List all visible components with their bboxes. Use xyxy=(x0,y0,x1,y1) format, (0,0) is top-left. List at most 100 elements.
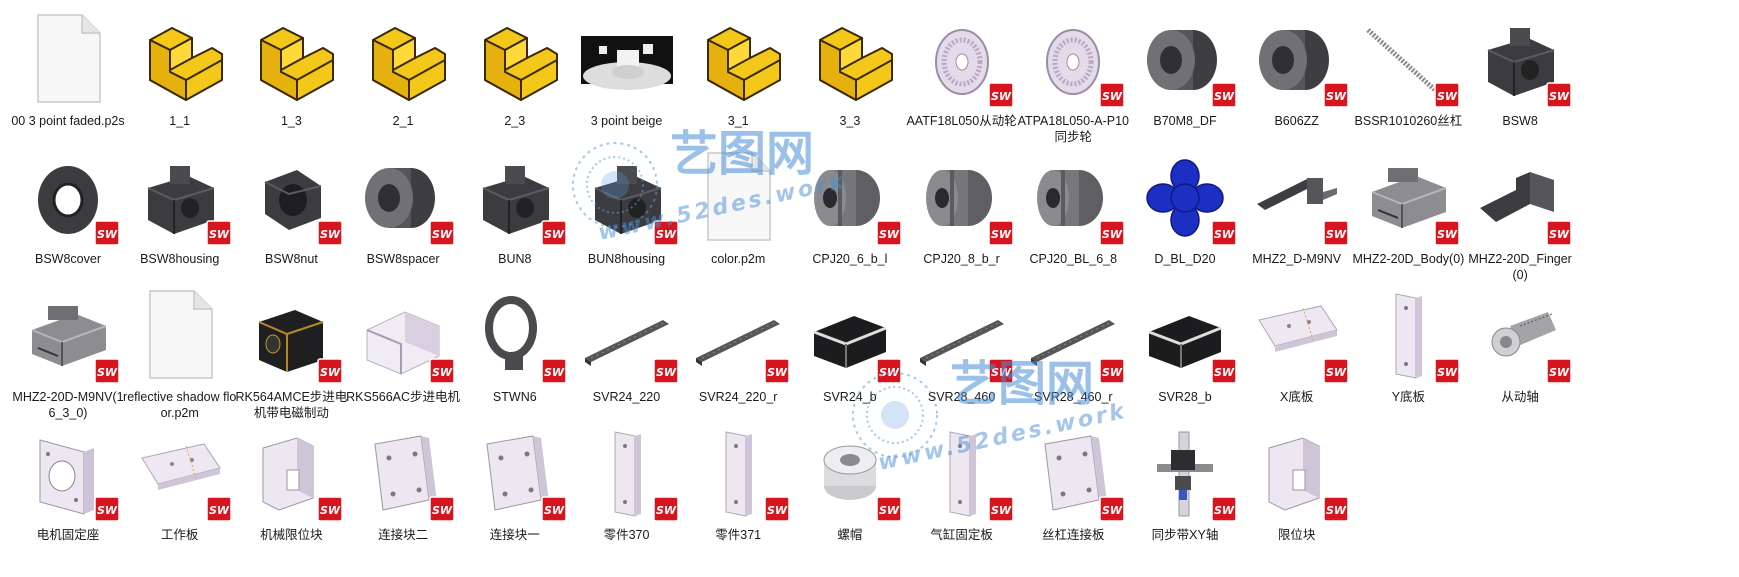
file-name-label: 机械限位块 xyxy=(260,528,323,542)
solidworks-badge-icon: SW xyxy=(652,496,679,522)
file-item[interactable]: 2_1 xyxy=(345,8,461,148)
spider-icon xyxy=(1135,148,1235,248)
solidworks-badge-icon: SW xyxy=(205,220,232,246)
solidworks-badge-icon: SW xyxy=(1322,358,1349,384)
carriage-icon xyxy=(1135,286,1235,386)
svg-text:SW: SW xyxy=(1326,228,1347,241)
file-item[interactable]: 3_1 xyxy=(680,8,796,148)
file-name-label: MHZ2-20D_Body(0) xyxy=(1352,252,1465,266)
svg-text:SW: SW xyxy=(1549,228,1570,241)
folder-part-icon xyxy=(465,10,565,110)
file-name-label: SVR24_b xyxy=(823,390,877,404)
svg-text:SW: SW xyxy=(209,504,230,517)
file-name-label: 零件371 xyxy=(715,528,762,542)
file-name-label: SVR28_b xyxy=(1158,390,1212,404)
svg-text:SW: SW xyxy=(1326,504,1347,517)
file-item[interactable]: SW MHZ2-20D_Body(0) xyxy=(1350,146,1466,286)
gripper-icon xyxy=(1358,148,1458,248)
solidworks-badge-icon: SW xyxy=(1322,496,1349,522)
solidworks-badge-icon: SW xyxy=(764,358,790,384)
solidworks-badge-icon: SW xyxy=(1322,82,1349,108)
rail-icon xyxy=(688,286,788,386)
file-item[interactable]: 1_1 xyxy=(122,8,238,148)
solidworks-badge-icon: SW xyxy=(652,358,679,384)
file-item[interactable]: 1_3 xyxy=(233,8,349,148)
svg-text:SW: SW xyxy=(209,228,230,241)
file-item[interactable]: reflective shadow floor.p2m xyxy=(122,284,238,424)
svg-text:SW: SW xyxy=(879,504,900,517)
solidworks-badge-icon: SW xyxy=(1546,82,1572,108)
file-name-label: 3 point beige xyxy=(590,114,663,128)
file-item[interactable]: 3 point beige xyxy=(569,8,685,148)
solidworks-badge-icon: SW xyxy=(1546,220,1572,246)
solidworks-badge-icon: SW xyxy=(1434,220,1461,246)
solidworks-badge-icon: SW xyxy=(1099,358,1126,384)
file-item[interactable]: color.p2m xyxy=(680,146,796,286)
eye-ring-icon xyxy=(465,286,565,386)
svg-text:SW: SW xyxy=(1102,504,1123,517)
folder-part-icon xyxy=(353,10,453,110)
svg-text:SW: SW xyxy=(1102,228,1123,241)
svg-text:SW: SW xyxy=(1326,366,1347,379)
solidworks-badge-icon: SW xyxy=(652,358,679,384)
svg-text:SW: SW xyxy=(320,228,341,241)
svg-text:SW: SW xyxy=(320,504,341,517)
solidworks-badge-icon: SW xyxy=(652,220,679,246)
file-name-label: 从动轴 xyxy=(1501,390,1539,404)
file-item[interactable]: SW 机械限位块 xyxy=(233,422,349,562)
solidworks-badge-icon: SW xyxy=(876,220,902,246)
file-item[interactable]: 2_3 xyxy=(457,8,573,148)
file-name-label: 1_1 xyxy=(169,114,191,128)
pulley-icon xyxy=(912,10,1012,110)
file-name-label: AATF18L050从动轮 xyxy=(906,114,1017,128)
solidworks-badge-icon: SW xyxy=(317,220,344,246)
file-item[interactable]: 3_3 xyxy=(792,8,908,148)
solidworks-badge-icon: SW xyxy=(1434,358,1461,384)
solidworks-badge-icon: SW xyxy=(1099,82,1126,108)
file-item[interactable]: 00 3 point faded.p2s xyxy=(10,8,126,148)
svg-text:SW: SW xyxy=(1214,366,1235,379)
